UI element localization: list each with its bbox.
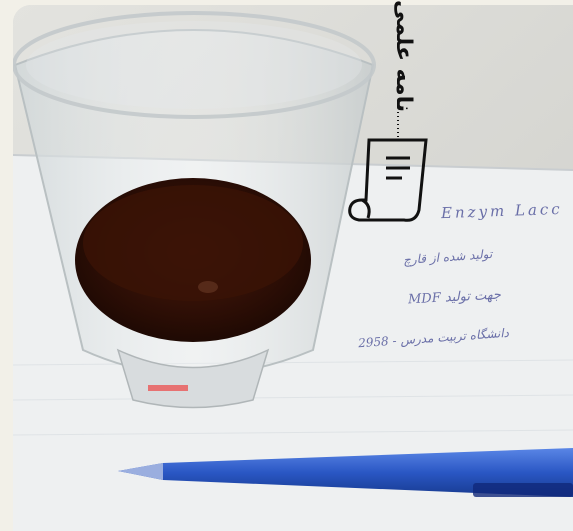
photo-scene (13, 5, 573, 531)
blue-pen (118, 448, 573, 497)
beaker-base (116, 348, 270, 409)
watermark-text: نامه علمی (391, 0, 416, 113)
document-scroll-icon (348, 112, 428, 222)
beaker (13, 11, 376, 409)
photo: Enzym Lacc تولید شده از قارچ MDF جهت تول… (13, 5, 573, 531)
paper-lines (13, 359, 573, 436)
